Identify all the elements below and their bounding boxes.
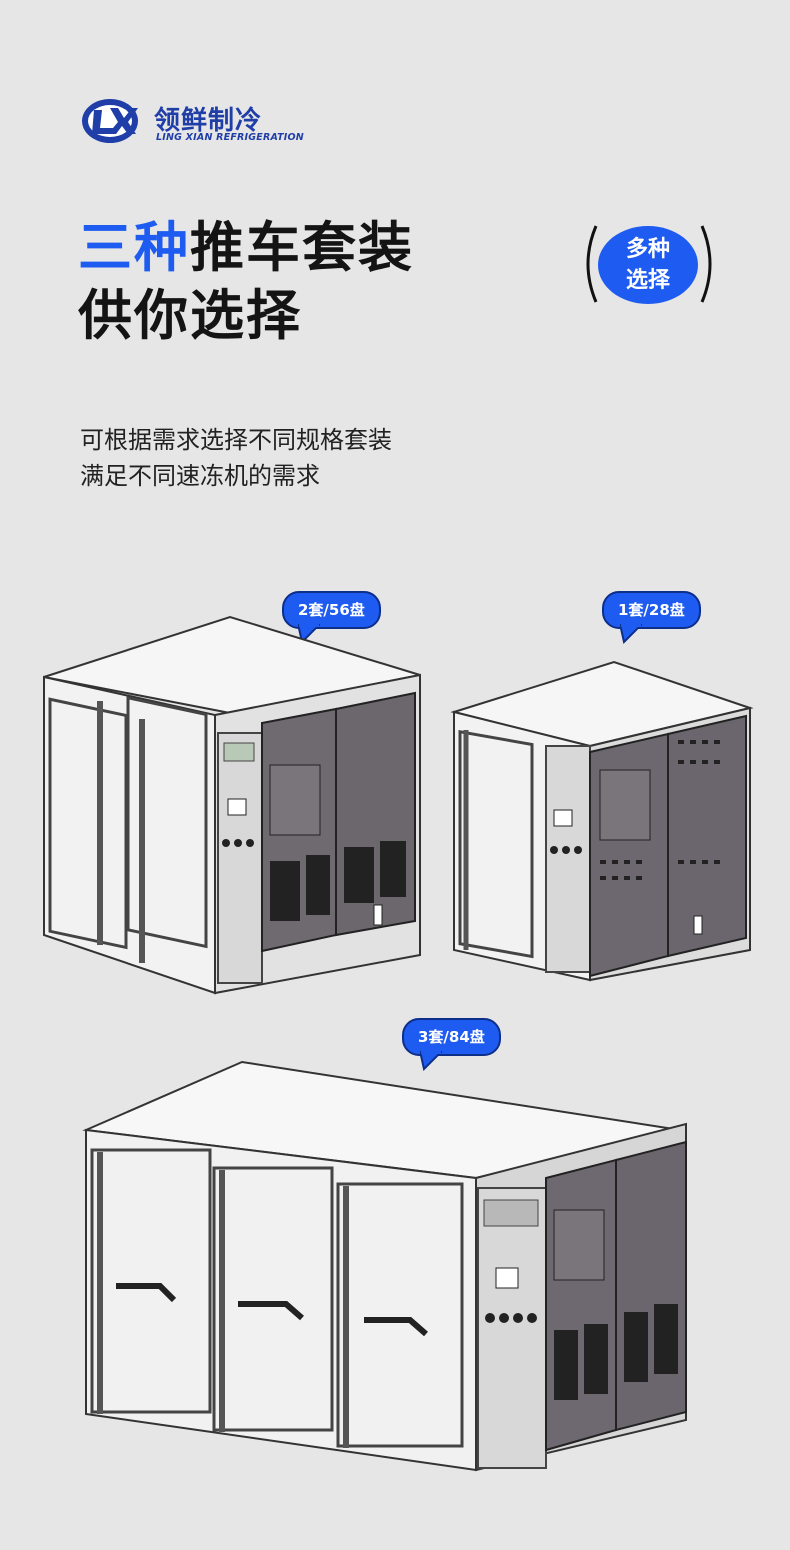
options-badge: 多种 选择 <box>584 224 714 304</box>
brand-name-en: LING XIAN REFRIGERATION <box>156 132 304 143</box>
badge-circle: 多种 选择 <box>598 226 698 304</box>
bubble-tail-icon <box>420 1051 442 1071</box>
left-bracket-icon <box>586 225 598 303</box>
logo-mark-icon <box>82 99 138 143</box>
badge-line2: 选择 <box>625 268 670 293</box>
freezer-2-sets-illustration <box>43 615 421 995</box>
description: 可根据需求选择不同规格套装 满足不同速冻机的需求 <box>80 422 392 494</box>
freezer-1-set-illustration <box>450 660 754 982</box>
right-bracket-icon <box>700 225 712 303</box>
page-title: 三种推车套装 供你选择 <box>78 214 414 350</box>
title-line2: 供你选择 <box>78 284 302 347</box>
brand-name-cn: 领鲜制冷 <box>154 106 263 136</box>
description-line2: 满足不同速冻机的需求 <box>80 462 320 490</box>
brand-logo: 领鲜制冷 LING XIAN REFRIGERATION <box>80 96 320 152</box>
bubble-tail-icon <box>298 624 320 644</box>
bubble-tail-icon <box>620 624 642 644</box>
title-line1: 推车套装 <box>190 216 414 279</box>
badge-line1: 多种 <box>625 237 670 262</box>
description-line1: 可根据需求选择不同规格套装 <box>80 426 392 454</box>
product-label-2-sets: 2套/56盘 <box>282 591 381 629</box>
product-label-1-set: 1套/28盘 <box>602 591 701 629</box>
freezer-3-sets-illustration <box>82 1060 687 1472</box>
title-highlight: 三种 <box>78 216 190 279</box>
product-label-3-sets: 3套/84盘 <box>402 1018 501 1056</box>
